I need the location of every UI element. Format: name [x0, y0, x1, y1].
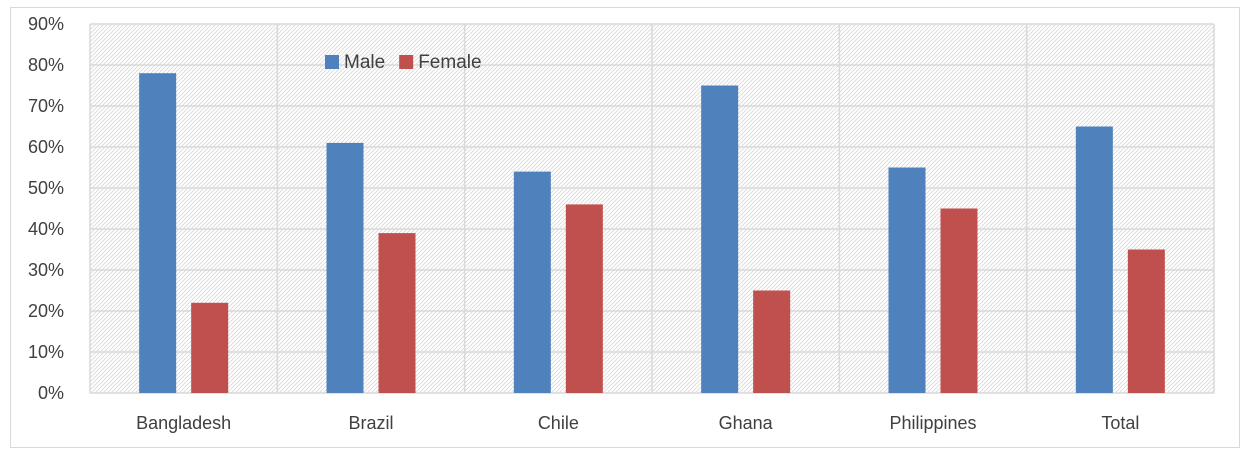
y-tick-label: 70% [28, 96, 64, 116]
gridlines [89, 23, 1215, 394]
bar-female-brazil [378, 233, 416, 393]
x-tick-label: Ghana [719, 413, 774, 433]
y-tick-label: 80% [28, 55, 64, 75]
y-tick-label: 50% [28, 178, 64, 198]
bar-male-chile [513, 171, 551, 393]
y-axis-ticks: 0% 10% 20% 30% 40% 50% 60% 70% 80% 90% [28, 14, 64, 403]
bar-male-philippines [888, 167, 926, 393]
legend-swatch-male [325, 55, 339, 69]
legend: Male Female [325, 52, 482, 73]
y-tick-label: 10% [28, 342, 64, 362]
legend-swatch-female [399, 55, 414, 69]
bars [139, 73, 1165, 393]
bar-male-bangladesh [139, 73, 177, 393]
x-tick-label: Chile [538, 413, 579, 433]
y-tick-label: 40% [28, 219, 64, 239]
bar-male-total [1075, 126, 1113, 393]
legend-label-male: Male [344, 52, 385, 73]
bar-male-ghana [701, 85, 739, 393]
bar-female-bangladesh [191, 302, 229, 393]
y-tick-label: 90% [28, 14, 64, 34]
y-tick-label: 0% [38, 383, 64, 403]
legend-label-female: Female [418, 52, 481, 73]
x-axis-ticks: Bangladesh Brazil Chile Ghana Philippines Tot… [136, 413, 1139, 433]
bar-female-chile [565, 204, 603, 393]
y-tick-label: 30% [28, 260, 64, 280]
x-tick-label: Brazil [348, 413, 393, 433]
bar-female-ghana [753, 290, 791, 393]
x-tick-label: Total [1101, 413, 1139, 433]
y-tick-label: 60% [28, 137, 64, 157]
bar-female-total [1127, 249, 1165, 393]
bar-male-brazil [326, 142, 364, 393]
x-tick-label: Bangladesh [136, 413, 231, 433]
y-tick-label: 20% [28, 301, 64, 321]
x-tick-label: Philippines [889, 413, 976, 433]
bar-female-philippines [940, 208, 978, 393]
